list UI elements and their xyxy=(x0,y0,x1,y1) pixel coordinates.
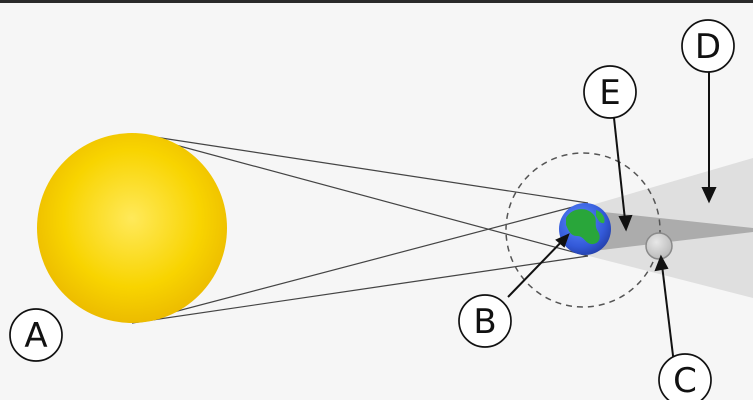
label-b: B xyxy=(473,302,496,342)
label-circle-b xyxy=(458,294,512,348)
pointer-b-arrow xyxy=(555,233,570,248)
label-circle-d xyxy=(681,19,735,73)
label-circle-a xyxy=(9,308,63,362)
label-e: E xyxy=(599,73,620,113)
tangent-line-cross-1 xyxy=(134,133,589,257)
moon xyxy=(645,232,673,260)
pointer-d-arrow xyxy=(701,187,717,204)
pointer-c-line xyxy=(660,256,676,373)
pointer-e-line xyxy=(613,117,627,230)
tangent-line-outer-bottom xyxy=(131,255,589,324)
top-border xyxy=(0,0,753,3)
tangent-line-cross-2 xyxy=(131,202,589,324)
pointer-c-arrow xyxy=(654,254,669,272)
moon-orbit xyxy=(505,152,661,308)
label-circle-e xyxy=(583,65,637,119)
label-a: A xyxy=(24,316,47,356)
sun xyxy=(37,133,227,323)
pointer-e-arrow xyxy=(618,214,633,232)
label-d: D xyxy=(695,27,721,67)
earth xyxy=(559,203,611,255)
tangent-line-outer-top xyxy=(134,133,589,204)
label-c: C xyxy=(673,361,697,400)
pointer-b-line xyxy=(507,234,569,298)
tangent-lines xyxy=(131,133,589,324)
pointer-lines xyxy=(507,72,717,373)
label-circle-c xyxy=(658,353,712,400)
